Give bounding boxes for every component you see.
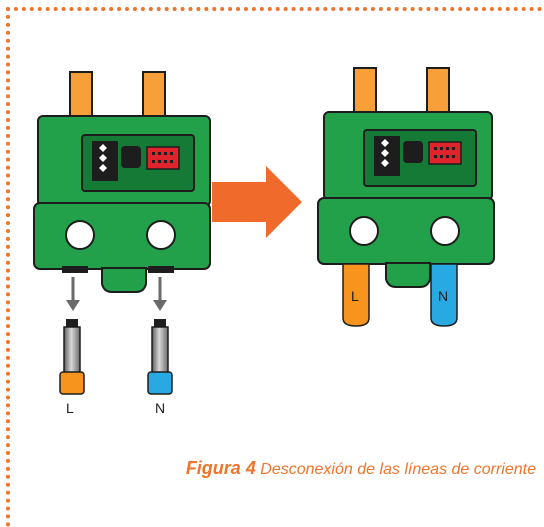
inserted-wire-label-n: N bbox=[438, 288, 448, 304]
left-hole-2 bbox=[146, 220, 176, 250]
transition-arrow bbox=[212, 166, 302, 238]
ferrule-l-loose bbox=[59, 319, 85, 395]
right-pin-2 bbox=[426, 67, 450, 117]
inserted-wire-label-l: L bbox=[351, 288, 359, 304]
right-lower-body bbox=[317, 197, 495, 265]
right-connector bbox=[317, 67, 495, 288]
pull-arrow-right bbox=[153, 277, 167, 311]
ferrule-n-loose bbox=[147, 319, 173, 395]
connector-diagram: L N L N bbox=[33, 67, 495, 416]
loose-wire-label-l: L bbox=[66, 400, 74, 416]
ferrule-l-inserted bbox=[342, 263, 370, 327]
right-pin-1 bbox=[353, 67, 377, 117]
right-red-latch bbox=[428, 141, 462, 165]
left-lower-body bbox=[33, 202, 211, 270]
figure-number: Figura 4 bbox=[185, 458, 256, 478]
loose-wire-label-n: N bbox=[155, 400, 165, 416]
left-connector bbox=[33, 71, 211, 293]
pull-arrow-left bbox=[66, 277, 80, 311]
dotted-frame bbox=[6, 7, 544, 527]
left-pin-1 bbox=[69, 71, 93, 121]
right-hole-1 bbox=[349, 216, 379, 246]
left-pin-2 bbox=[142, 71, 166, 121]
figure-caption: Figura 4 Desconexión de las líneas de co… bbox=[186, 458, 536, 479]
figure-caption-text: Desconexión de las líneas de corriente bbox=[260, 461, 536, 478]
ferrule-n-inserted bbox=[430, 263, 458, 327]
left-hole-1 bbox=[65, 220, 95, 250]
right-hole-2 bbox=[430, 216, 460, 246]
left-red-latch bbox=[146, 146, 180, 170]
